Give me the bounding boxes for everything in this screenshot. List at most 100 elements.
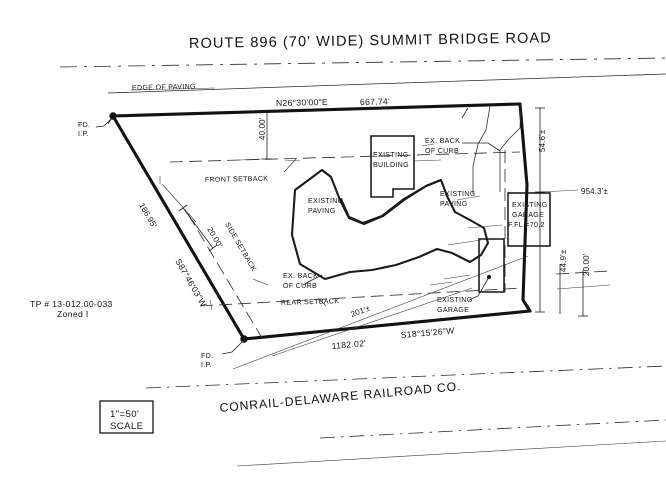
dim-rear-setback-label: 20.00' xyxy=(582,253,591,276)
side-setback-line xyxy=(187,213,263,339)
back-of-curb-west-line2: OF CURB xyxy=(283,282,317,290)
rear-setback-label: REAR SETBACK xyxy=(281,297,340,307)
existing-garage-east-group xyxy=(507,192,551,247)
existing-garage-south-outline xyxy=(478,238,505,293)
existing-garage-south-group xyxy=(468,238,505,301)
edge-of-paving-label: EDGE OF PAVING xyxy=(132,83,196,92)
ref-tick-8 xyxy=(412,159,442,162)
existing-garage-south-line2: GARAGE xyxy=(437,306,469,314)
existing-garage-east-line2: GARAGE xyxy=(512,211,544,219)
existing-paving-east-line1: EXISTING xyxy=(440,190,476,198)
paving-outline-inner xyxy=(340,179,442,225)
north-bearing-label: N26°30'00"E xyxy=(276,97,328,108)
dim-201-label: 201'± xyxy=(350,303,372,318)
dim-garage-north-label: 54.6'± xyxy=(538,129,547,152)
dim-side-setback-label: 20.00' xyxy=(205,226,224,250)
scale-box-group xyxy=(99,400,154,434)
ref-tick-10 xyxy=(443,274,471,280)
monument-leader-north xyxy=(95,117,113,128)
back-of-curb-north-line1: EX. BACK xyxy=(425,137,460,145)
existing-building-outline xyxy=(370,135,415,198)
curb-hair-a xyxy=(456,195,481,201)
north-distance-label: 667.74' xyxy=(360,96,390,107)
monument-north-line1: FD. xyxy=(78,121,90,129)
railroad-group xyxy=(145,365,666,467)
boundary-west-line xyxy=(111,114,246,341)
railroad-line-mid xyxy=(319,419,666,439)
edge-of-paving-leader xyxy=(130,87,216,91)
scale-word-label: SCALE xyxy=(110,421,143,432)
monument-dot-south xyxy=(240,335,248,343)
railroad-name-label: CONRAIL-DELAWARE RAILROAD CO. xyxy=(219,379,462,415)
property-boundary-group xyxy=(107,102,532,343)
back-of-curb-north-line2: OF CURB xyxy=(425,147,459,155)
zoning-label: Zoned I xyxy=(57,309,89,319)
ref-tick-7 xyxy=(283,158,297,173)
dim-201-diagonal-b xyxy=(271,287,473,357)
front-setback-label: FRONT SETBACK xyxy=(205,175,268,184)
existing-building-line1: EXISTING xyxy=(373,151,409,159)
scale-ratio-label: 1"=50' xyxy=(110,409,139,420)
ref-tick-5 xyxy=(317,297,327,307)
ref-tick-11 xyxy=(556,284,611,290)
ref-tick-3 xyxy=(209,299,213,311)
ref-tick-2 xyxy=(161,183,197,223)
dimension-lines-group xyxy=(178,107,611,370)
ref-tick-6 xyxy=(284,159,301,162)
curb-lines-group xyxy=(447,103,522,246)
curb-line-b xyxy=(472,105,491,194)
existing-paving-west-line2: PAVING xyxy=(308,207,336,215)
monument-dot-north xyxy=(109,112,117,120)
side-setback-label: SIDE SETBACK xyxy=(223,221,258,273)
boundary-south-line xyxy=(242,309,532,341)
curb-hair-b xyxy=(447,239,482,246)
page-title: ROUTE 896 (70' WIDE) SUMMIT BRIDGE ROAD xyxy=(189,30,552,52)
road-group xyxy=(59,57,666,94)
dim-front-setback-label: 40.00' xyxy=(258,117,267,140)
dim-garage-south-label: 44.9'± xyxy=(559,249,568,272)
dim-954-leader xyxy=(540,189,579,193)
edge-of-paving-line xyxy=(107,73,666,94)
back-of-curb-west-line1: EX. BACK xyxy=(283,272,318,280)
east-distance-label: 954.3'± xyxy=(581,187,608,196)
existing-garage-south-leader xyxy=(468,276,490,301)
road-centerline xyxy=(59,57,666,68)
ref-tick-12 xyxy=(421,143,435,147)
existing-garage-east-line1: EXISTING xyxy=(512,201,548,209)
existing-paving-east-line2: PAVING xyxy=(440,200,468,208)
dim-side-tick-a xyxy=(178,204,188,212)
dim-rear-ref-line xyxy=(555,270,611,275)
ref-tick-9 xyxy=(239,158,263,161)
existing-garage-east-line3: F.FL.=70.2 xyxy=(508,221,545,229)
paving-outline-primary xyxy=(290,168,490,281)
monument-north-line2: I.P. xyxy=(78,130,89,138)
reference-hairlines-group xyxy=(159,143,611,311)
boundary-east-line xyxy=(518,102,532,313)
ref-tick-4 xyxy=(252,278,269,286)
ref-tick-14 xyxy=(429,281,453,286)
dim-side-setback xyxy=(182,207,214,249)
curb-label-leader-north xyxy=(462,142,501,152)
curb-line-a xyxy=(499,103,522,192)
existing-paving-west-line1: EXISTING xyxy=(308,197,344,205)
existing-building-group xyxy=(370,135,415,198)
curb-label-leader-west xyxy=(302,274,323,286)
existing-building-line2: BUILDING xyxy=(373,161,409,169)
railroad-line-lower xyxy=(236,440,666,467)
tax-parcel-label: TP # 13-012.00-033 xyxy=(30,299,113,309)
setback-lines-group xyxy=(169,150,523,339)
dim-201-diagonal xyxy=(232,255,529,370)
monument-leaders-group xyxy=(95,117,244,355)
ref-tick-13 xyxy=(467,224,503,229)
west-distance-label: 186.95' xyxy=(137,202,158,230)
curb-tick xyxy=(461,107,469,119)
boundary-north-line xyxy=(111,102,522,118)
curb-label-leaders-group xyxy=(302,142,501,286)
monument-leader-south xyxy=(221,340,244,355)
existing-garage-south-line1: EXISTING xyxy=(437,296,473,304)
existing-paving-group xyxy=(290,168,490,281)
monument-south-line1: FD. xyxy=(201,352,213,360)
dim-side-tick-b xyxy=(208,244,218,252)
